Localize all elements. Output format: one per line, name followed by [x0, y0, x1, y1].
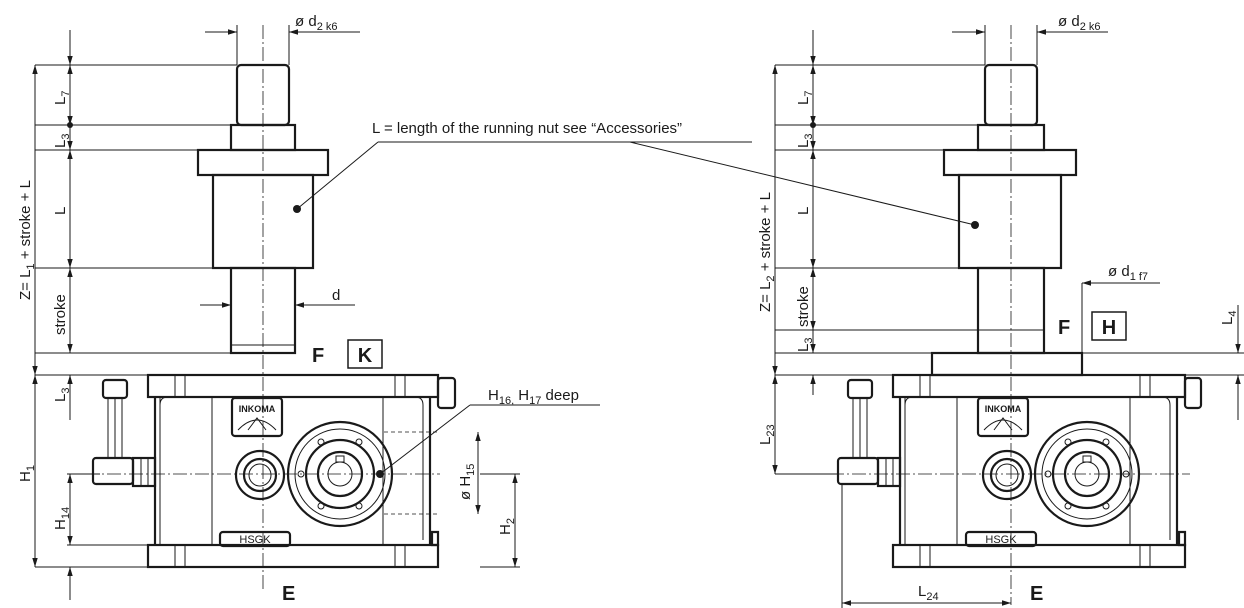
- l24-label: L24: [918, 583, 939, 603]
- f-right-label: F: [1058, 317, 1070, 339]
- model-label-right: HSGK: [985, 534, 1017, 546]
- left-dimensions: ø d2 k6 Z= L1 + stroke + L L7 L3 L strok…: [17, 13, 600, 605]
- l3-right-top-label: L3: [795, 134, 815, 148]
- left-view: INKOMA HSGK: [85, 25, 457, 590]
- d1f7-label: ø d1 f7: [1108, 263, 1148, 283]
- running-nut-label: L = length of the running nut see “Acces…: [372, 120, 682, 137]
- z-right-label: Z= L2 + stroke + L: [757, 192, 777, 312]
- d-thread-label: d: [332, 287, 340, 304]
- l3-left-top-label: L3: [52, 134, 72, 148]
- d2k6-right-label: ø d2 k6: [1058, 13, 1100, 33]
- h15-label: ø H15: [457, 464, 477, 500]
- stroke-left-label: stroke: [52, 294, 69, 335]
- l3-right-bottom-label: L3: [795, 338, 815, 352]
- e-left-label: E: [282, 583, 295, 605]
- stroke-right-label: stroke: [795, 286, 812, 327]
- z-left-label: Z= L1 + stroke + L: [17, 180, 37, 300]
- right-view: INKOMA HSGK: [830, 25, 1203, 605]
- h1-label: H1: [17, 465, 37, 482]
- d2k6-left-label: ø d2 k6: [295, 13, 337, 33]
- running-nut-note: L = length of the running nut see “Acces…: [372, 120, 976, 226]
- right-dimensions: ø d2 k6 ø d1 f7 Z= L2 + stroke + L L7 L3…: [757, 13, 1244, 608]
- model-label-left: HSGK: [239, 534, 271, 546]
- l7-left-label: L7: [52, 91, 72, 105]
- l4-label: L4: [1219, 311, 1239, 325]
- l23-label: L23: [757, 424, 777, 445]
- h-box-label: H: [1102, 317, 1116, 339]
- h16-h17-deep-label: H16, H17 deep: [488, 387, 579, 407]
- l-left-label: L: [52, 207, 69, 215]
- l7-right-label: L7: [795, 91, 815, 105]
- l3-left-bottom-label: L3: [52, 388, 72, 402]
- brand-label-right: INKOMA: [985, 404, 1022, 414]
- k-box-label: K: [358, 345, 373, 367]
- h2-label: H2: [497, 518, 517, 535]
- brand-label: INKOMA: [239, 404, 276, 414]
- e-right-label: E: [1030, 583, 1043, 605]
- l-right-label: L: [795, 207, 812, 215]
- h14-label: H14: [52, 507, 72, 530]
- f-left-label: F: [312, 345, 324, 367]
